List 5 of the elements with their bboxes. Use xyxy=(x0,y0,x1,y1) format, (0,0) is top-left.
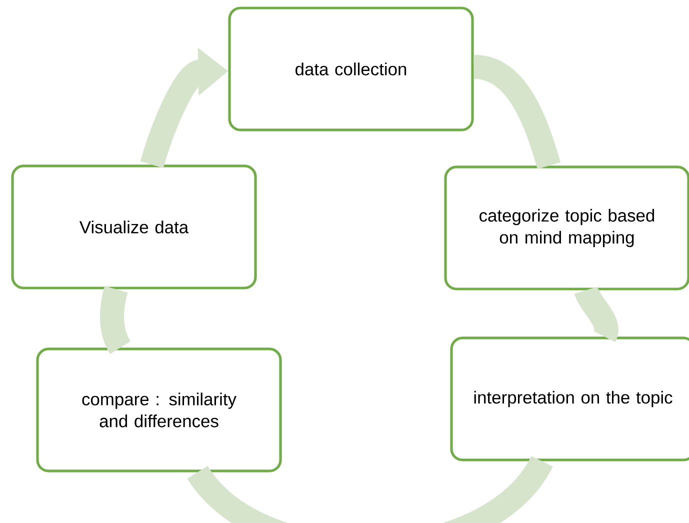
process-box: data collection xyxy=(228,6,474,132)
process-box: compare : similarity and differences xyxy=(36,348,282,472)
process-box: categorize topic based on mind mapping xyxy=(444,166,689,290)
process-box: interpretation on the topic xyxy=(450,336,689,462)
process-box: Visualize data xyxy=(11,164,257,290)
